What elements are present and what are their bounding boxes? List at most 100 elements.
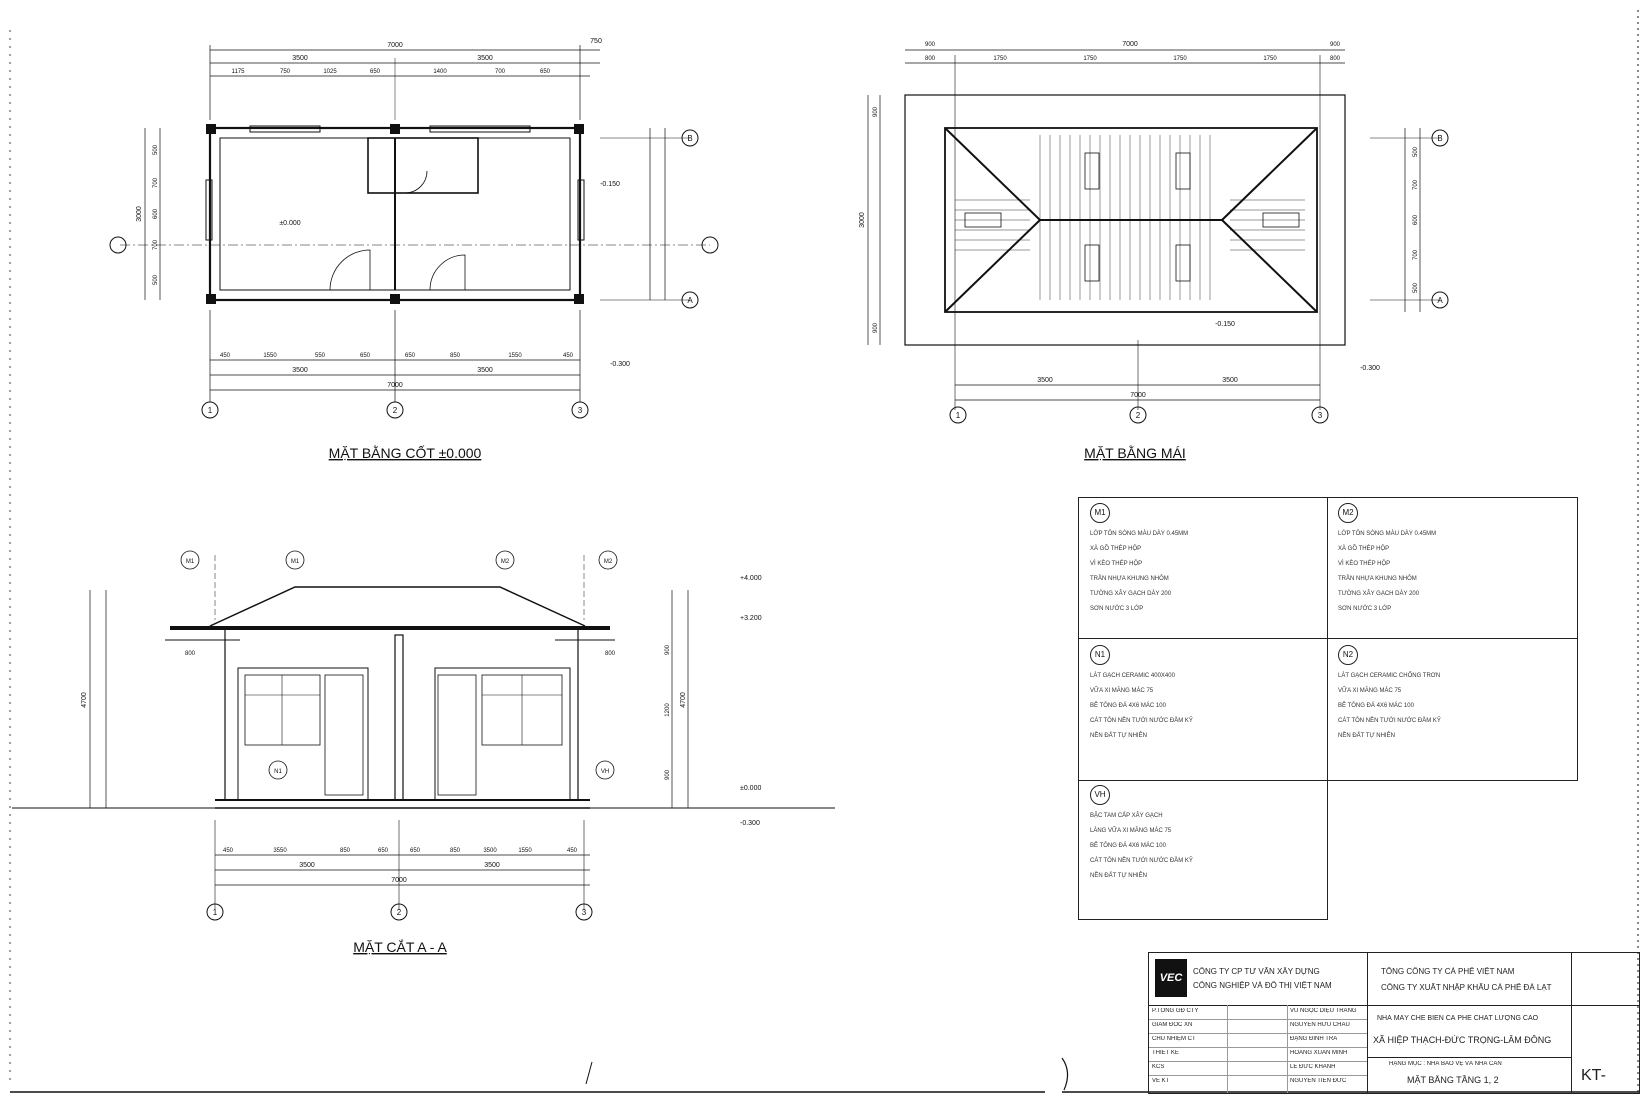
section-bottom-seg-7: 3500 <box>483 848 497 854</box>
legend-tag: M2 <box>1338 503 1358 523</box>
legend-line: CÁT TÔN NỀN TƯỚI NƯỚC ĐẦM KỸ <box>1090 718 1193 724</box>
client-name-2: CÔNG TY XUẤT NHẬP KHẨU CÀ PHÊ ĐÀ LẠT <box>1381 983 1552 992</box>
title-floor-plan: MẶT BẰNG CỐT ±0.000 <box>329 444 482 461</box>
project-line-1: NHÀ MÁY CHẾ BIẾN CÀ PHÊ CHẤT LƯỢNG CAO <box>1377 1015 1539 1022</box>
legend-line: SƠN NƯỚC 3 LỚP <box>1090 606 1144 612</box>
legend-line: CÁT TÔN NỀN TƯỚI NƯỚC ĐẦM KỸ <box>1090 858 1193 864</box>
plan-bottom-seg-3: 550 <box>315 353 326 359</box>
roof-top-total: 7000 <box>1122 41 1138 48</box>
legend-line: VỮA XI MĂNG MÁC 75 <box>1338 688 1402 694</box>
roof-left-edge-2: 900 <box>873 322 879 333</box>
roof-top-edge-1: 900 <box>925 42 936 48</box>
legend-line: VỮA XI MĂNG MÁC 75 <box>1090 688 1154 694</box>
plan-level-ground: -0.300 <box>610 361 630 368</box>
client-name-1: TỔNG CÔNG TY CÀ PHÊ VIỆT NAM <box>1381 967 1515 976</box>
section-tag-m2-b: M2 <box>604 559 613 565</box>
section-tag-m1-b: M1 <box>291 559 300 565</box>
plan-bottom-mid-1: 3500 <box>292 367 308 374</box>
legend-line: LÁT GẠCH CERAMIC 400X400 <box>1090 673 1175 679</box>
section-bottom-seg-2: 3550 <box>273 848 287 854</box>
legend-line: NỀN ĐẤT TỰ NHIÊN <box>1090 733 1147 739</box>
legend-cell-m1: M1 LỚP TÔN SÓNG MÀU DÀY 0.45MM XÀ GỒ THÉ… <box>1090 503 1320 617</box>
roof-axis-a: A <box>1437 296 1443 305</box>
legend-tag: N1 <box>1090 645 1110 665</box>
sheet-title: MẶT BẰNG TẦNG 1, 2 <box>1407 1075 1499 1085</box>
plan-bottom-mid-2: 3500 <box>477 367 493 374</box>
name-6: NGUYỄN TIẾN ĐỨC <box>1290 1078 1347 1084</box>
legend-line: BÊ TÔNG ĐÁ 4X6 MÁC 100 <box>1338 703 1414 709</box>
legend-line: CÁT TÔN NỀN TƯỚI NƯỚC ĐẦM KỸ <box>1338 718 1441 724</box>
roof-left-edge-1: 900 <box>873 106 879 117</box>
section-height-total: 4700 <box>81 692 88 708</box>
plan-top-seg-5: 1400 <box>433 69 447 75</box>
section-tag-m1-a: M1 <box>186 559 195 565</box>
roof-left-seg-1: 500 <box>1413 146 1419 157</box>
section-tag-vh: VH <box>601 769 609 775</box>
section-bottom-seg-5: 650 <box>410 848 421 854</box>
section-bottom-seg-8: 1550 <box>518 848 532 854</box>
section-height-2: 1200 <box>665 703 671 717</box>
role-2: GIÁM ĐỐC XN <box>1152 1022 1193 1028</box>
section-tag-n1: N1 <box>274 769 282 775</box>
legend-cell-n1: N1 LÁT GẠCH CERAMIC 400X400 VỮA XI MĂNG … <box>1090 645 1320 744</box>
legend-line: LỚP TÔN SÓNG MÀU DÀY 0.45MM <box>1338 531 1437 537</box>
floor-plan <box>109 45 719 419</box>
plan-left-seg-5: 500 <box>153 274 159 285</box>
legend-tag: M1 <box>1090 503 1110 523</box>
roof-bottom-seg-1: 3500 <box>1037 377 1053 384</box>
section-bottom-seg-6: 850 <box>450 848 461 854</box>
legend-cell-vh: VH BẬC TAM CẤP XÂY GẠCH LÁNG VỮA XI MĂNG… <box>1090 785 1320 884</box>
plan-top-seg-1: 1175 <box>232 69 246 75</box>
legend-line: BẬC TAM CẤP XÂY GẠCH <box>1090 813 1163 819</box>
plan-axis-2: 2 <box>393 406 398 415</box>
plan-bottom-seg-7: 1550 <box>508 353 522 359</box>
plan-level-step: -0.150 <box>600 181 620 188</box>
roof-axis-3: 3 <box>1318 411 1323 420</box>
name-3: ĐẶNG ĐÌNH TRÀ <box>1290 1036 1338 1042</box>
plan-bottom-seg-8: 450 <box>563 353 574 359</box>
role-3: CHỦ NHIỆM CT <box>1152 1036 1196 1042</box>
plan-bottom-seg-4: 650 <box>360 353 371 359</box>
company-name-1: CÔNG TY CP TƯ VẤN XÂY DỰNG <box>1193 967 1320 976</box>
legend-line: XÀ GỒ THÉP HỘP <box>1090 546 1142 552</box>
plan-axis-a: A <box>687 296 693 305</box>
legend-tag: VH <box>1090 785 1110 805</box>
role-1: P.TỔNG GĐ CTY <box>1152 1008 1199 1014</box>
roof-left-total: 3000 <box>859 212 866 228</box>
section-bottom-seg-3: 850 <box>340 848 351 854</box>
plan-top-seg-3: 1025 <box>323 69 337 75</box>
plan-left-total: 3000 <box>136 206 143 222</box>
plan-bottom-seg-2: 1550 <box>263 353 277 359</box>
legend-line: TƯỜNG XÂY GẠCH DÀY 200 <box>1338 591 1420 597</box>
section-level-ground: -0.300 <box>740 820 760 827</box>
plan-top-seg-7: 650 <box>540 69 551 75</box>
title-roof-plan: MẶT BẰNG MÁI <box>1084 444 1186 461</box>
plan-top-seg-6: 700 <box>495 69 506 75</box>
roof-top-seg-3: 1750 <box>1083 56 1097 62</box>
roof-left-seg-4: 700 <box>1413 249 1419 260</box>
roof-top-seg-2: 1750 <box>993 56 1007 62</box>
roof-top-seg-1: 800 <box>925 56 936 62</box>
plan-level-floor: ±0.000 <box>279 220 300 227</box>
section-level-eave: +3.200 <box>740 615 762 622</box>
roof-top-seg-4: 1750 <box>1173 56 1187 62</box>
role-5: KCS <box>1152 1064 1165 1070</box>
legend-line: LÁT GẠCH CERAMIC CHỐNG TRƠN <box>1338 673 1441 679</box>
materials-legend-vh <box>1078 779 1328 920</box>
roof-top-edge-2: 900 <box>1330 42 1341 48</box>
project-line-2: XÃ HIỆP THẠCH-ĐỨC TRỌNG-LÂM ĐỒNG <box>1373 1035 1552 1045</box>
plan-bottom-seg-5: 650 <box>405 353 416 359</box>
plan-top-seg-4: 650 <box>370 69 381 75</box>
roof-left-seg-2: 700 <box>1413 179 1419 190</box>
roof-top-seg-6: 800 <box>1330 56 1341 62</box>
roof-left-seg-5: 500 <box>1413 282 1419 293</box>
legend-line: TRẦN NHỰA KHUNG NHÔM <box>1338 576 1417 582</box>
roof-bottom-total: 7000 <box>1130 392 1146 399</box>
section-tag-m2-a: M2 <box>501 559 510 565</box>
company-logo: VEC <box>1155 959 1187 997</box>
plan-top-seg-2: 750 <box>280 69 291 75</box>
section-axis-1: 1 <box>213 908 218 917</box>
legend-line: LỚP TÔN SÓNG MÀU DÀY 0.45MM <box>1090 531 1189 537</box>
roof-axis-b: B <box>1437 134 1442 143</box>
section-axis-2: 2 <box>397 908 402 917</box>
